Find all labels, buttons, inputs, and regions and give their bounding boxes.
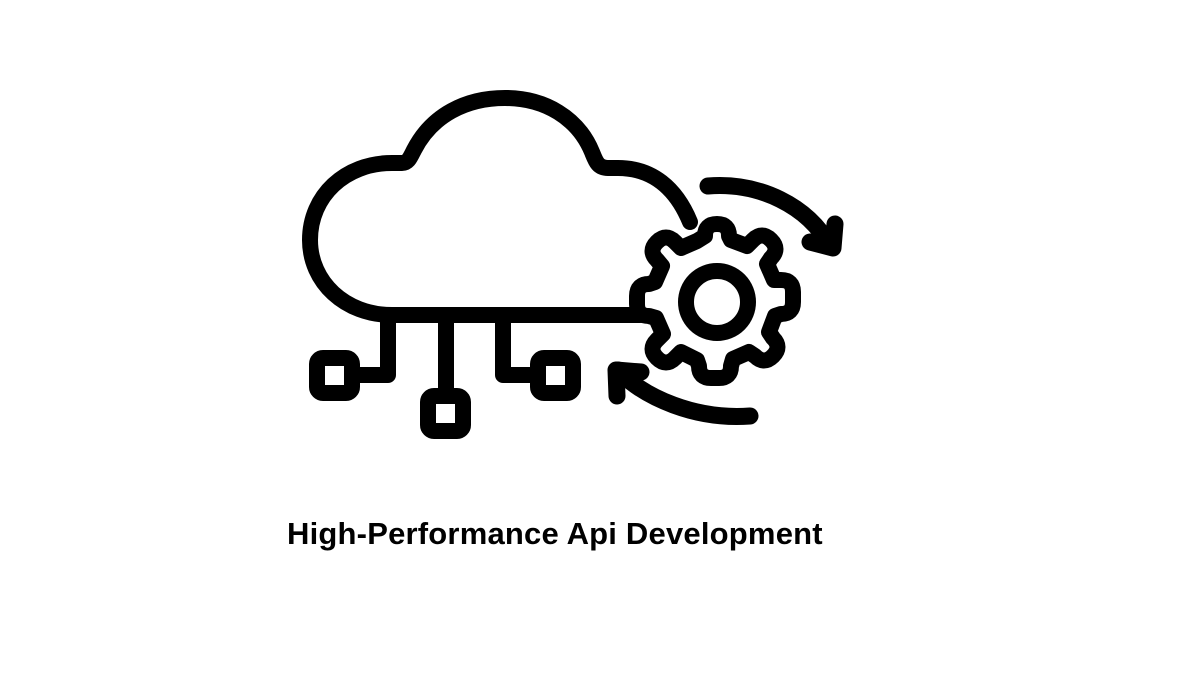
gear-icon — [629, 216, 801, 386]
rotate-arrows-icon — [607, 177, 844, 425]
cloud-icon — [302, 90, 698, 323]
page-title: High-Performance Api Development — [287, 516, 823, 551]
network-nodes-icon — [309, 307, 581, 439]
